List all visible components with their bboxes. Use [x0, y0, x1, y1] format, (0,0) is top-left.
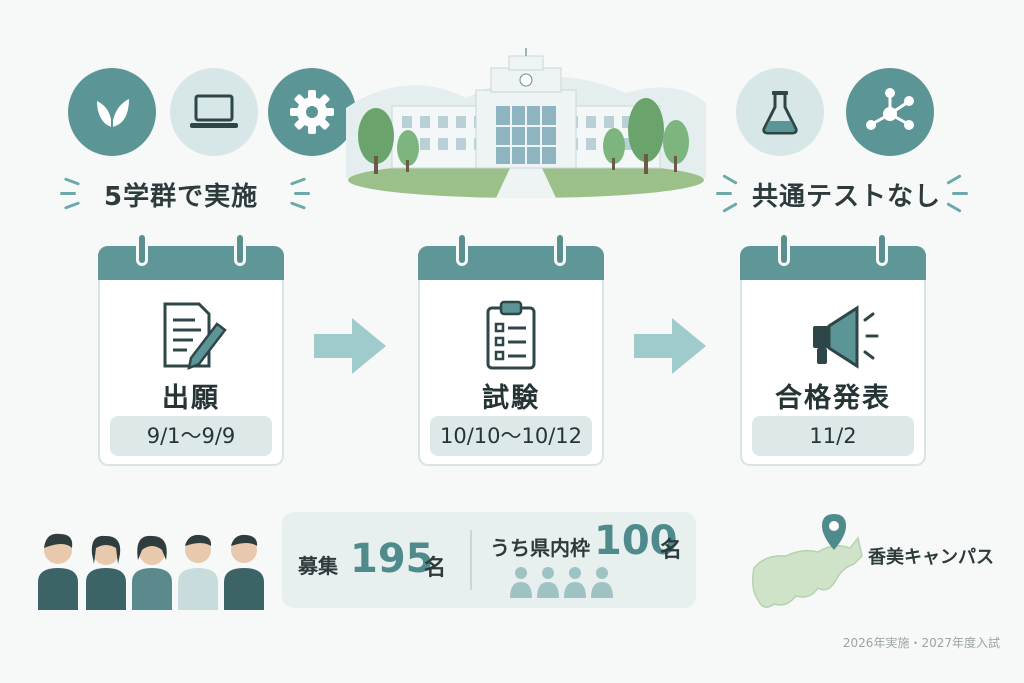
arrow-right-icon: [634, 318, 706, 374]
people-icon: [510, 567, 613, 598]
leaf-icon: [68, 68, 156, 156]
right-tag: 共通テストなし: [752, 182, 942, 212]
step-date: 9/1〜9/9: [110, 416, 272, 456]
checklist-icon: [420, 300, 602, 372]
network-icon: [846, 68, 934, 156]
step-card-application: 出願 9/1〜9/9: [98, 232, 284, 466]
megaphone-icon: [742, 300, 924, 372]
laptop-icon: [170, 68, 258, 156]
step-date: 11/2: [752, 416, 914, 456]
document-pen-icon: [100, 300, 282, 372]
local-quota-number: 100: [594, 518, 678, 564]
local-quota-unit: 名: [660, 538, 683, 563]
arrow-right-icon: [314, 318, 386, 374]
left-tag: 5学群で実施: [104, 182, 259, 212]
recruit-label: 募集: [298, 554, 338, 578]
flask-icon: [736, 68, 824, 156]
step-label: 出願: [162, 383, 220, 414]
step-date: 10/10〜10/12: [430, 416, 592, 456]
local-quota-label: うち県内枠: [490, 536, 590, 560]
step-label: 合格発表: [775, 383, 891, 414]
students-illustration: [38, 533, 264, 610]
step-card-exam: 試験 10/10〜10/12: [418, 232, 604, 466]
shikoku-map-illustration: [751, 514, 863, 608]
step-card-announcement: 合格発表 11/2: [740, 232, 926, 466]
gear-icon: [268, 68, 356, 156]
campus-name: 香美キャンパス: [868, 547, 994, 568]
step-label: 試験: [482, 383, 540, 414]
campus-building-illustration: [346, 48, 706, 198]
recruit-unit: 名: [424, 556, 447, 581]
footer-note: 2026年実施・2027年度入試: [842, 636, 1000, 650]
recruit-number: 195: [350, 536, 434, 582]
recruitment-stats: 募集 195 名 うち県内枠 100 名: [282, 512, 696, 608]
